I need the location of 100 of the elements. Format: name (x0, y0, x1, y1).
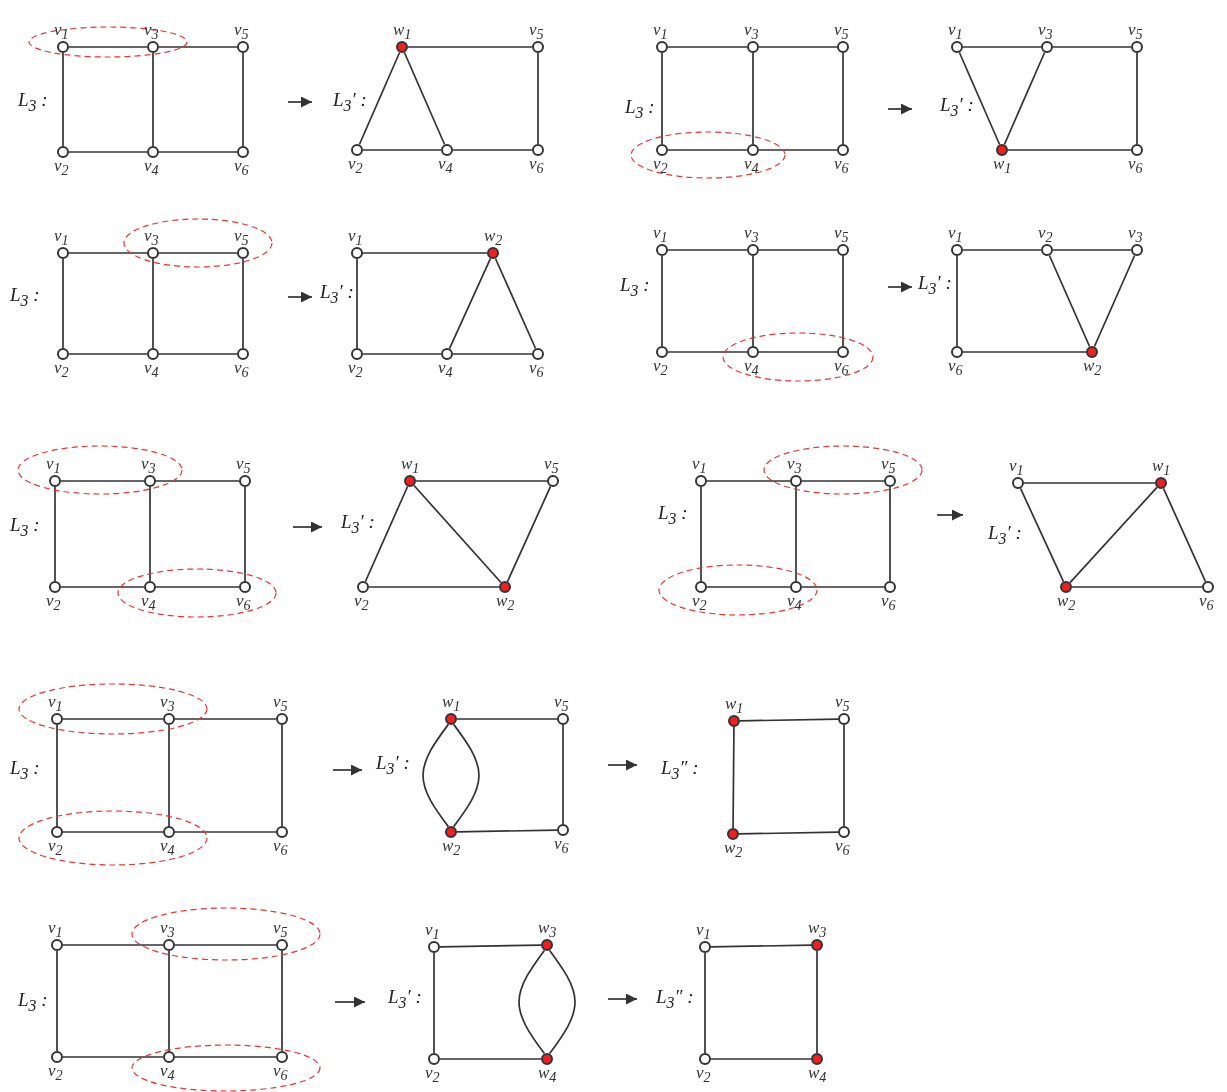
vertex-circle (163, 939, 175, 951)
graph-edge (403, 51, 446, 146)
vertex-label: w$_{3}$ (538, 919, 557, 942)
graph-edge (752, 52, 754, 145)
vertex-circle (884, 475, 896, 487)
graph-label: L$_{3}$ : (658, 502, 688, 529)
graph-edge (158, 151, 238, 153)
graph-edge (60, 586, 145, 588)
vertex-circle (747, 244, 759, 256)
graph-edge (364, 485, 409, 583)
graph-edge (54, 486, 56, 582)
vertex-circle (532, 41, 544, 53)
graph-edge (842, 255, 844, 347)
vertex-circle (699, 941, 711, 953)
graph-edge (1162, 487, 1207, 583)
graph-edge (801, 480, 885, 482)
vertex-circle (996, 144, 1008, 156)
vertex-label: v$_{5}$ (273, 693, 288, 716)
vertex-label: v$_{4}$ (744, 357, 759, 380)
vertex-circle (237, 41, 249, 53)
dashed-ellipse (658, 564, 818, 616)
graph-edge (56, 724, 58, 827)
vertex-label: w$_{1}$ (393, 21, 412, 44)
vertex-label: v$_{6}$ (234, 359, 249, 382)
vertex-label: v$_{2}$ (653, 357, 668, 380)
graph-edge (962, 46, 1042, 48)
vertex-label: v$_{6}$ (1128, 155, 1143, 178)
vertex-circle (445, 826, 457, 838)
graph-edge (452, 353, 533, 355)
graph-edge (68, 151, 148, 153)
vertex-label: v$_{6}$ (834, 155, 849, 178)
graph-edge (1052, 249, 1132, 251)
graph-edge (1048, 254, 1091, 348)
graph-edge (667, 149, 748, 151)
graph-label: L$_{3}$′ : (320, 281, 354, 308)
vertex-label: v$_{6}$ (948, 357, 963, 380)
graph-label: L$_{3}$″ : (661, 757, 699, 784)
graph-label: L$_{3}$ : (18, 89, 48, 116)
vertex-label: v$_{5}$ (554, 693, 569, 716)
graph-edge (356, 258, 358, 349)
vertex-label: v$_{3}$ (787, 455, 802, 478)
vertex-circle (1131, 41, 1143, 53)
graph-edge (758, 249, 838, 251)
graph-edge (174, 1056, 277, 1058)
vertex-label: v$_{2}$ (348, 155, 363, 178)
vertex-label: v$_{1}$ (48, 919, 63, 942)
vertex-circle (163, 1051, 175, 1063)
vertex-circle (487, 247, 499, 259)
vertex-label: v$_{1}$ (653, 21, 668, 44)
graph-edge (68, 46, 148, 48)
vertex-circle (747, 41, 759, 53)
vertex-label: v$_{2}$ (653, 155, 668, 178)
graph-edge (407, 46, 533, 48)
graph-edge (439, 944, 542, 948)
graph-edge (152, 258, 154, 349)
vertex-circle (404, 475, 416, 487)
vertex-circle (1086, 346, 1098, 358)
vertex-circle (428, 941, 440, 953)
graph-edge (710, 1058, 812, 1060)
vertex-label: v$_{6}$ (234, 157, 249, 180)
dashed-ellipse (18, 810, 208, 866)
vertex-circle (351, 247, 363, 259)
graph-edge (244, 486, 246, 582)
graph-edge (433, 952, 435, 1054)
vertex-label: v$_{3}$ (1038, 21, 1053, 44)
vertex-circle (951, 41, 963, 53)
vertex-circle (51, 939, 63, 951)
vertex-circle (357, 581, 369, 593)
graph-edge (843, 724, 845, 827)
vertex-circle (57, 348, 69, 360)
graph-edge (362, 252, 488, 254)
vertex-circle (499, 581, 511, 593)
graph-edge (506, 485, 552, 583)
graph-edge (1071, 586, 1203, 588)
graph-edge (60, 480, 145, 482)
vertex-label: v$_{4}$ (144, 157, 159, 180)
vertex-circle (656, 346, 668, 358)
graph-label: L$_{3}$′ : (376, 752, 410, 779)
vertex-circle (441, 144, 453, 156)
graph-edge (358, 51, 401, 146)
vertex-circle (57, 41, 69, 53)
graph-label: L$_{3}$′ : (988, 522, 1022, 549)
vertex-label: v$_{5}$ (234, 227, 249, 250)
dashed-ellipse (763, 445, 923, 495)
vertex-circle (147, 348, 159, 360)
vertex-label: v$_{6}$ (529, 155, 544, 178)
graph-edge (62, 831, 164, 833)
graph-edge (158, 353, 238, 355)
vertex-label: v$_{5}$ (835, 693, 850, 716)
vertex-label: v$_{1}$ (1009, 457, 1024, 480)
arrow (887, 281, 913, 293)
dashed-ellipse (28, 26, 188, 58)
vertex-circle (1155, 477, 1167, 489)
graph-edge (562, 724, 564, 825)
vertex-circle (695, 475, 707, 487)
vertex-label: v$_{3}$ (160, 919, 175, 942)
vertex-label: v$_{4}$ (160, 837, 175, 860)
graph-edge (738, 831, 839, 835)
vertex-label: v$_{2}$ (696, 1064, 711, 1087)
graph-label: L$_{3}$ : (10, 284, 40, 311)
